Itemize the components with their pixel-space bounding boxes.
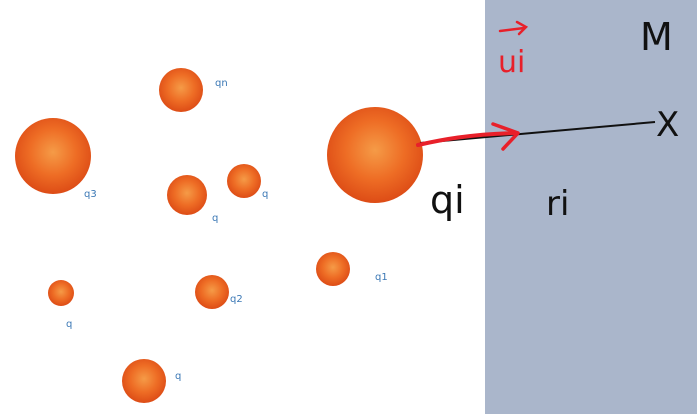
svg-text:qn: qn xyxy=(215,78,228,89)
charge-qi: qi xyxy=(327,107,465,222)
charge-q-b: q xyxy=(227,164,268,200)
svg-text:q: q xyxy=(262,189,268,200)
charge-q1: q1 xyxy=(316,252,388,286)
vector-ui: ui xyxy=(416,20,529,151)
charge-q3: q3 xyxy=(15,118,97,200)
region-m-label: M xyxy=(640,15,673,59)
charge-q-a: q xyxy=(167,175,218,224)
charge-q-d: q xyxy=(122,359,181,403)
svg-text:q2: q2 xyxy=(230,294,243,305)
svg-text:q1: q1 xyxy=(375,272,388,283)
charge-q2: q2 xyxy=(195,275,243,309)
svg-text:q: q xyxy=(66,319,72,330)
svg-text:ri: ri xyxy=(546,184,569,224)
region-m xyxy=(485,0,697,414)
svg-text:q: q xyxy=(212,213,218,224)
charge-q-c: q xyxy=(48,280,74,330)
svg-text:q: q xyxy=(175,371,181,382)
svg-text:q3: q3 xyxy=(84,189,97,200)
svg-text:qi: qi xyxy=(430,178,465,222)
point-x: X xyxy=(656,105,679,145)
charge-qn: qn xyxy=(159,68,228,112)
svg-text:ui: ui xyxy=(498,45,525,80)
